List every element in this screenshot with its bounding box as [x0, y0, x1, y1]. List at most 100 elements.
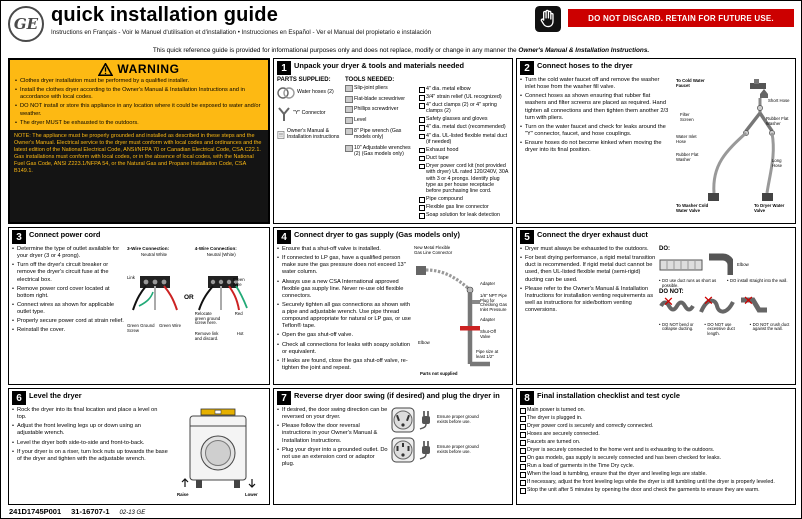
three-prong-outlet-icon	[391, 407, 415, 433]
section-7-title: Reverse dryer door swing (if desired) an…	[294, 391, 500, 400]
diagram-label: To Dryer Water Valve	[754, 203, 785, 213]
diagram-label: Filter Screen	[680, 112, 694, 122]
section-3-header: 3 Connect power cord	[12, 230, 266, 244]
y-connector-icon	[278, 107, 290, 121]
water-hoses-icon	[277, 87, 295, 99]
list-item: Please follow the door reversal instruct…	[277, 423, 388, 444]
date-code: 02-13 GE	[119, 510, 146, 516]
gas-line-art	[416, 266, 490, 367]
list-item: Dryer is securely connected to the home …	[520, 447, 792, 455]
diagram-label: Red	[234, 311, 243, 316]
power-plug-icon	[419, 411, 430, 430]
list-item: Open the gas shut-off valve.	[277, 332, 411, 339]
coiled-duct-icon	[699, 298, 735, 314]
list-item: Turn off the dryer's circuit breaker or …	[12, 262, 124, 283]
disclaimer-emphasis: Owner's Manual & Installation Instructio…	[518, 47, 650, 54]
section-6-header: 6 Level the dryer	[12, 391, 266, 405]
list-item: 8" Pipe wrench (Gas models only)	[345, 127, 415, 140]
section-3-title: Connect power cord	[29, 230, 101, 239]
list-item: DO NOT use excessive duct length.	[704, 322, 746, 337]
list-item: 4" dia. metal duct (recommended)	[419, 124, 509, 132]
section-5-header: 5 Connect the dryer exhaust duct	[520, 230, 792, 244]
diagram-label: Elbow	[418, 340, 430, 345]
duct-do-dont-panel: DO: Elbow DO use duct runs as short as p…	[659, 246, 792, 337]
step-5-badge: 5	[520, 230, 534, 244]
list-item: Phillips screwdriver	[345, 106, 415, 114]
section-6-instructions: Rock the dryer into its final location a…	[12, 407, 168, 502]
list-item: Exhaust hood	[419, 147, 509, 154]
list-item: If your dryer is on a riser, turn lock n…	[12, 449, 168, 463]
list-item: DO install straight into the wall.	[727, 278, 792, 289]
long-duct-example: ✕	[699, 292, 735, 321]
list-item: Safety glasses and gloves	[419, 116, 509, 124]
list-item: Reinstall the cover.	[12, 327, 124, 334]
list-item: When the load is tumbling, ensure that t…	[520, 471, 792, 479]
list-item: Install the clothes dryer according to t…	[15, 87, 263, 101]
diagram-label: Rubber Flat Washer	[766, 116, 789, 126]
list-item: Dryer power cord is securely and correct…	[520, 423, 792, 430]
warning-list: Clothes dryer installation must be perfo…	[10, 76, 268, 130]
dont-examples: ✕ ✕ ✕	[659, 292, 792, 321]
list-item: Connect hoses as shown ensuring that rub…	[520, 93, 671, 122]
list-item: Duct tape	[419, 155, 509, 162]
list-item: On gas models, gas supply is securely co…	[520, 455, 792, 463]
straight-duct-icon	[659, 259, 703, 271]
diagram-label: Green Ground Screw	[127, 323, 155, 333]
dont-captions: DO NOT bend or collapse ducting.DO NOT u…	[659, 322, 792, 337]
list-item: Main power is turned on.	[520, 407, 792, 414]
step-3-badge: 3	[12, 230, 26, 244]
wiring-diagrams: 3-Wire Connection: Neutral White Link Gr…	[127, 246, 266, 366]
red-x-icon: ✕	[703, 292, 714, 308]
list-item: 10" Adjustable wrenches (2) (Gas models …	[345, 144, 415, 157]
section-4-instructions: Ensure that a shut-off valve is installe…	[277, 246, 411, 379]
list-item: If desired, the door swing direction can…	[277, 407, 388, 421]
parts-supplied-column: PARTS SUPPLIED: Water hoses (2) "Y" Conn…	[277, 77, 341, 220]
four-prong-outlet-icon	[391, 437, 415, 463]
bent-duct-icon	[741, 297, 767, 313]
three-wire-art	[132, 276, 178, 311]
section-6-level-dryer: 6 Level the dryer Rock the dryer into it…	[8, 388, 270, 505]
list-item: Hoses are securely connected.	[520, 431, 792, 438]
section-8-header: 8 Final installation checklist and test …	[520, 391, 792, 405]
elbow-duct-icon	[709, 253, 733, 275]
crushed-duct-example: ✕	[659, 294, 695, 320]
diagram-label: Hot	[236, 331, 244, 336]
section-4-title: Connect dryer to gas supply (Gas models …	[294, 230, 460, 239]
list-item: Ensure hoses do not become kinked when m…	[520, 140, 671, 154]
list-item: Turn the cold water faucet off and remov…	[520, 77, 671, 91]
list-item: If connected to LP gas, have a qualified…	[277, 255, 411, 276]
four-wire-heading: 4-Wire Connection:	[194, 246, 237, 251]
warning-triangle-icon	[98, 62, 114, 76]
disclaimer: This quick reference guide is provided f…	[1, 47, 801, 54]
ge-logo: GE	[8, 6, 44, 42]
list-item: Connect wires as shown for applicable ou…	[12, 302, 124, 316]
dryer-level-art	[181, 408, 256, 488]
list-item: Always use a new CSA International appro…	[277, 279, 411, 300]
section-2-body: Turn the cold water faucet off and remov…	[520, 77, 792, 219]
bilingual-subtitle: Instructions en Français - Voir le Manue…	[51, 29, 432, 36]
three-wire-diagram: 3-Wire Connection: Neutral White Link Gr…	[127, 246, 183, 366]
title-block: quick installation guide Instructions en…	[51, 4, 521, 36]
diagram-label: Pipe size at least 1/2"	[476, 349, 499, 359]
section-4-connect-gas-supply: 4 Connect dryer to gas supply (Gas model…	[273, 227, 513, 385]
ge-monogram: GE	[13, 15, 39, 33]
bent-duct-example: ✕	[739, 293, 769, 321]
do-captions: DO use duct runs as short as possible.DO…	[659, 278, 792, 289]
list-item: Dryer must always be exhausted to the ou…	[520, 246, 656, 253]
diagram-label: Adapter	[480, 281, 496, 286]
section-7-door-swing-plug-in: 7 Reverse dryer door swing (if desired) …	[273, 388, 513, 505]
section-2-instructions: Turn the cold water faucet off and remov…	[520, 77, 671, 219]
section-8-final-checklist: 8 Final installation checklist and test …	[516, 388, 796, 505]
list-item: If leaks are found, close the gas shut-o…	[277, 358, 411, 372]
step-4-badge: 4	[277, 230, 291, 244]
diagram-label: Water Inlet Hose	[676, 134, 697, 144]
list-item: 4" duct clamps (2) or 4" spring clamps (…	[419, 102, 509, 115]
list-item: Stop the unit after 5 minutes by opening…	[520, 487, 792, 495]
section-6-body: Rock the dryer into its final location a…	[12, 407, 266, 502]
diagram-label: Short Hose	[768, 98, 790, 103]
parts-supplied-heading: PARTS SUPPLIED:	[277, 77, 331, 83]
warning-title: WARNING	[117, 62, 180, 76]
